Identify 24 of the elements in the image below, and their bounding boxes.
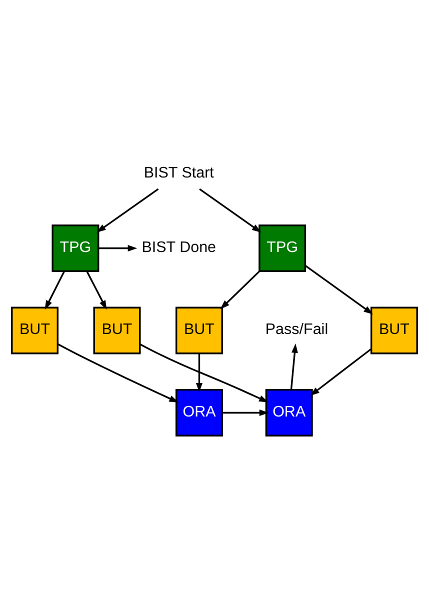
arrow bbox=[96, 188, 159, 233]
arrow bbox=[304, 264, 374, 314]
arrow bbox=[86, 270, 107, 310]
node-box: BUT bbox=[93, 306, 141, 354]
node-box: ORA bbox=[265, 388, 313, 436]
node-text: BIST Done bbox=[142, 238, 216, 256]
arrow bbox=[44, 270, 65, 310]
arrow bbox=[222, 409, 269, 416]
arrow bbox=[199, 188, 262, 233]
node-box: BUT bbox=[11, 306, 59, 354]
arrow bbox=[220, 270, 260, 310]
node-text: Pass/Fail bbox=[265, 321, 328, 338]
arrow bbox=[140, 344, 268, 402]
node-text: BIST Start bbox=[144, 164, 214, 182]
node-box: TPG bbox=[52, 224, 100, 272]
node-box: BUT bbox=[176, 306, 223, 354]
arrow bbox=[290, 344, 298, 390]
arrow bbox=[310, 348, 372, 396]
node-box: ORA bbox=[176, 388, 223, 436]
arrow bbox=[98, 244, 138, 252]
node-box: BUT bbox=[370, 306, 418, 354]
node-box: TPG bbox=[258, 224, 306, 272]
arrow bbox=[196, 354, 202, 392]
arrow bbox=[57, 343, 179, 403]
